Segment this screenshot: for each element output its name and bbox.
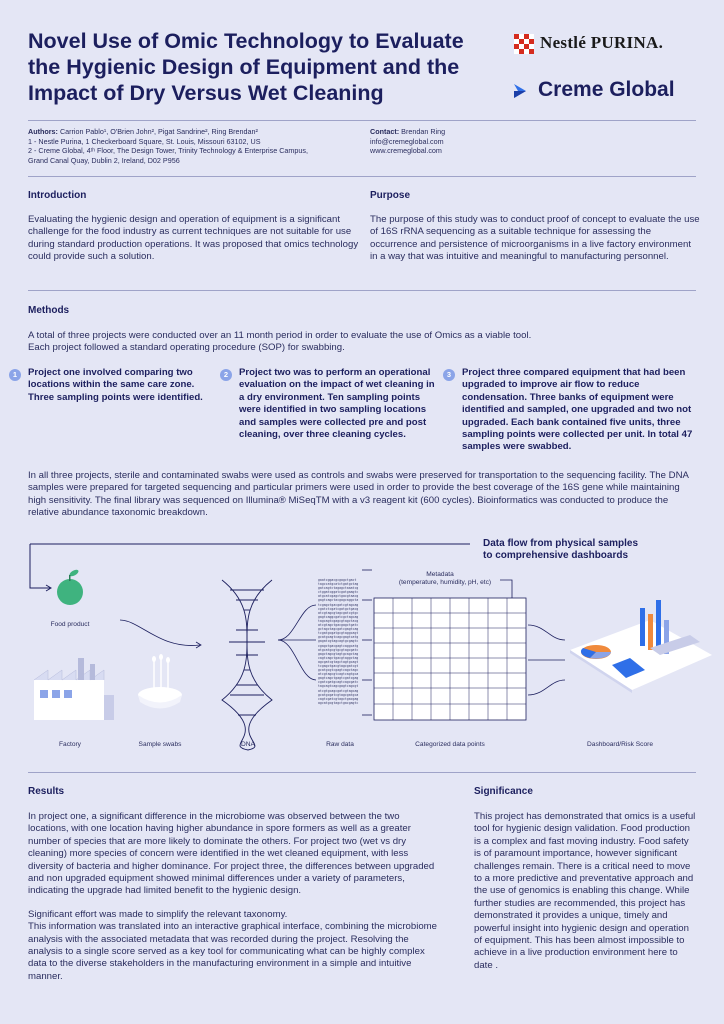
label-categorized: Categorized data points bbox=[415, 741, 485, 748]
project-3-text: Project three compared equipment that ha… bbox=[462, 367, 693, 453]
label-sample-swabs: Sample swabs bbox=[138, 741, 182, 748]
label-metadata-sub: (temperature, humidity, pH, etc) bbox=[398, 579, 492, 586]
divider bbox=[28, 290, 696, 291]
authors-block: Authors: Carrion Pablo¹, O'Brien John², … bbox=[28, 127, 358, 165]
nestle-purina-logo: Nestlé PURINA. bbox=[514, 33, 704, 57]
label-food-product: Food product bbox=[50, 621, 90, 628]
significance-text: This project has demonstrated that omics… bbox=[474, 811, 696, 971]
label-dna: DNA bbox=[241, 741, 255, 748]
contact-email[interactable]: info@cremeglobal.com bbox=[370, 136, 444, 146]
results-paragraph-2: Significant effort was made to simplify … bbox=[28, 908, 288, 920]
methods-intro: A total of three projects were conducted… bbox=[28, 330, 696, 355]
creme-logo-text: Creme Global bbox=[538, 78, 675, 101]
data-grid bbox=[373, 597, 527, 721]
affiliation-3: Grand Canal Quay, Dublin 2, Ireland, D02… bbox=[28, 155, 180, 165]
label-factory: Factory bbox=[59, 741, 81, 748]
project-2-number: 2 bbox=[220, 369, 232, 381]
diagram-title: Data flow from physical samples to compr… bbox=[483, 538, 639, 562]
label-dashboard: Dashboard/Risk Score bbox=[587, 741, 653, 748]
creme-arrow-icon bbox=[514, 84, 526, 98]
sample-swabs-icon bbox=[138, 654, 182, 709]
dashboard-icon bbox=[570, 600, 712, 693]
results-body: In project one, a significant difference… bbox=[28, 811, 438, 983]
methods-intro-line-2: Each project followed a standard operati… bbox=[28, 342, 345, 354]
introduction-heading: Introduction bbox=[28, 190, 87, 201]
results-paragraph-3: This information was translated into an … bbox=[28, 921, 437, 982]
authors-names: Carrion Pablo¹, O'Brien John², Pigat San… bbox=[59, 127, 258, 136]
contact-label: Contact: bbox=[370, 127, 400, 136]
raw-data-text: gaatcggacgcgagctgact tagccatgcatctgatgct… bbox=[318, 578, 359, 705]
results-paragraph-1: In project one, a significant difference… bbox=[28, 811, 435, 897]
significance-heading: Significance bbox=[474, 786, 533, 797]
methods-paragraph: In all three projects, sterile and conta… bbox=[28, 470, 689, 519]
apple-icon bbox=[57, 569, 83, 605]
project-1-text: Project one involved comparing two locat… bbox=[28, 367, 203, 403]
contact-website[interactable]: www.cremeglobal.com bbox=[370, 146, 442, 156]
contact-block: Contact: Brendan Ring info@cremeglobal.c… bbox=[370, 127, 570, 156]
purpose-heading: Purpose bbox=[370, 190, 411, 201]
affiliation-2: 2 - Creme Global, 4ᵗʰ Floor, The Design … bbox=[28, 146, 308, 156]
divider bbox=[28, 176, 696, 177]
introduction-text: Evaluating the hygienic design and opera… bbox=[28, 214, 359, 263]
creme-global-logo: Creme Global bbox=[510, 78, 705, 106]
label-metadata: Metadata bbox=[426, 571, 454, 578]
label-raw-data: Raw data bbox=[326, 741, 354, 748]
project-3-number: 3 bbox=[443, 369, 455, 381]
purpose-text: The purpose of this study was to conduct… bbox=[370, 214, 700, 263]
methods-heading: Methods bbox=[28, 305, 70, 316]
divider bbox=[28, 120, 696, 121]
methods-intro-line-1: A total of three projects were conducted… bbox=[28, 330, 532, 341]
purina-checkerboard-icon bbox=[514, 34, 534, 54]
poster-title: Novel Use of Omic Technology to Evaluate… bbox=[28, 29, 464, 105]
authors-label: Authors: bbox=[28, 127, 58, 136]
contact-name: Brendan Ring bbox=[401, 127, 446, 136]
dna-helix-icon bbox=[221, 579, 273, 751]
data-flow-diagram bbox=[29, 543, 712, 751]
project-1-number: 1 bbox=[9, 369, 21, 381]
divider bbox=[28, 772, 696, 773]
affiliation-1: 1 - Nestle Purina, 1 Checkerboard Square… bbox=[28, 136, 261, 146]
factory-icon bbox=[33, 658, 114, 720]
purina-logo-text: Nestlé PURINA. bbox=[540, 33, 664, 52]
results-heading: Results bbox=[28, 786, 65, 797]
project-2-text: Project two was to perform an operationa… bbox=[239, 367, 435, 441]
